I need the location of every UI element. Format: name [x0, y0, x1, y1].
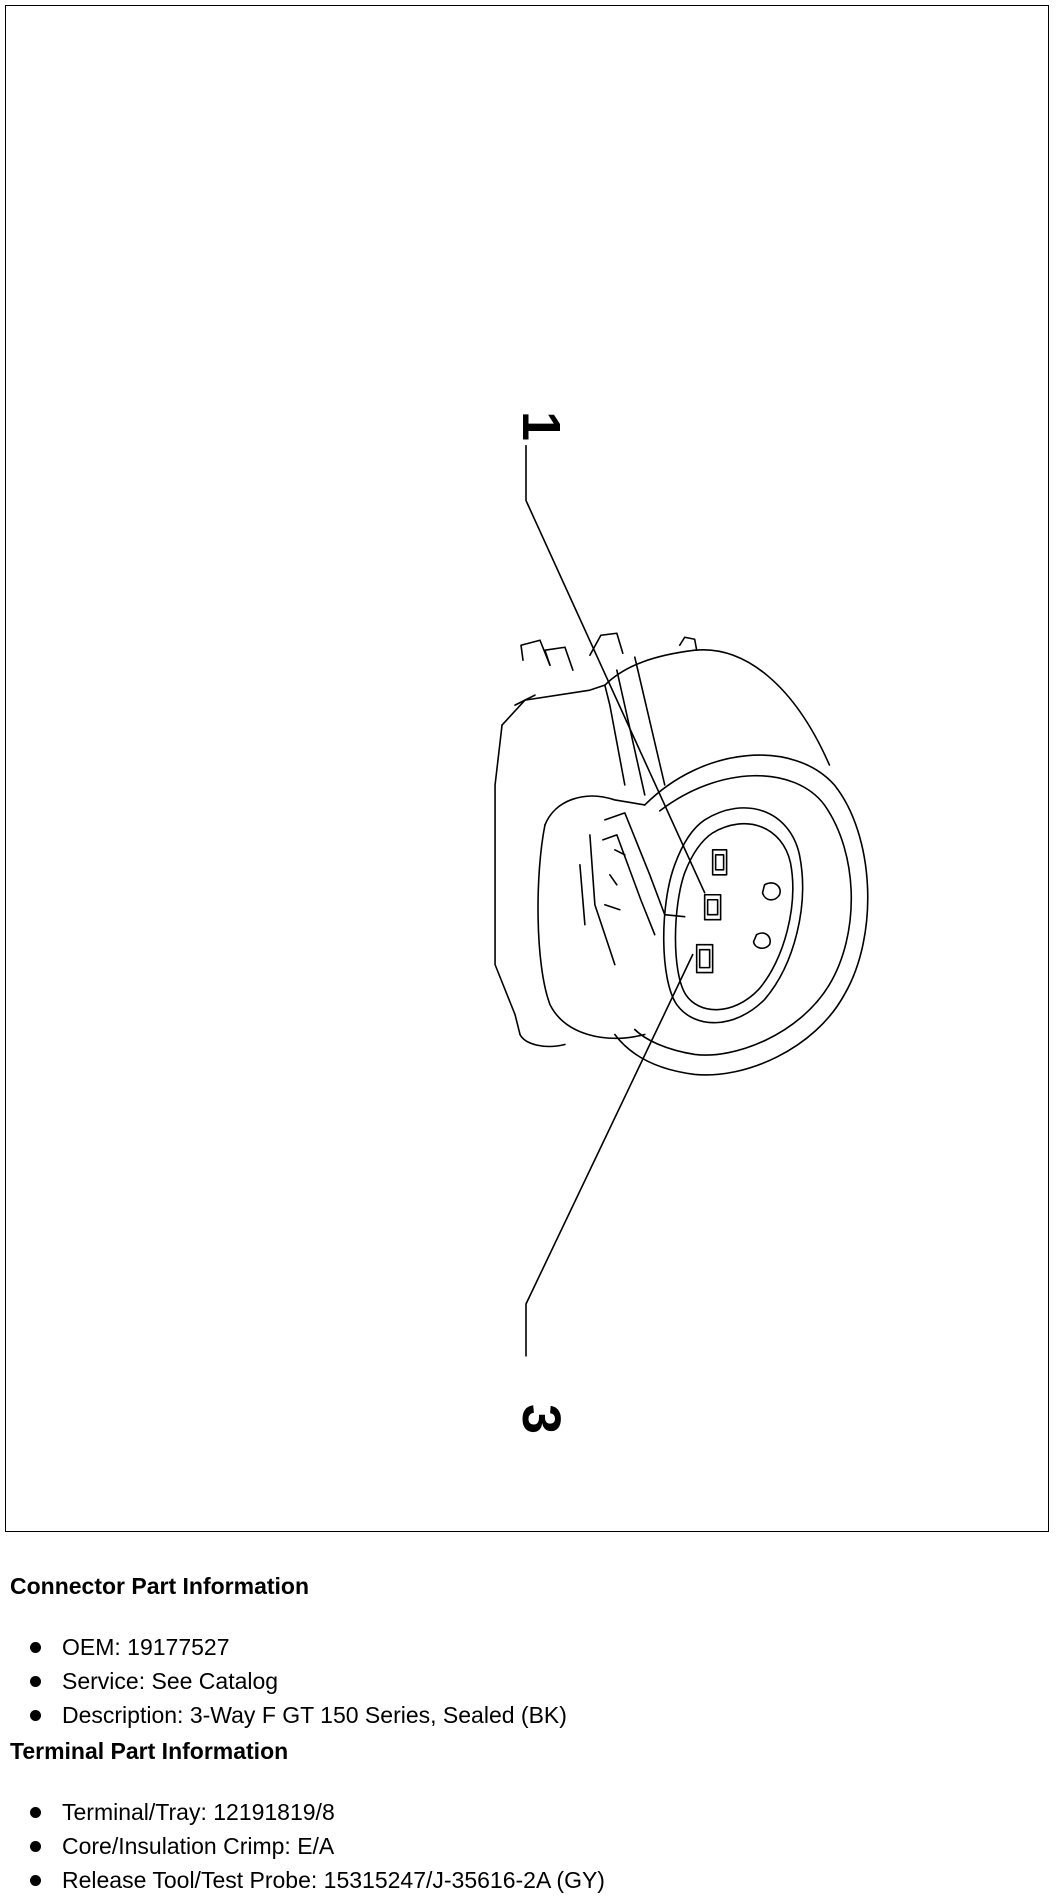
- list-item-text: Core/Insulation Crimp: E/A: [62, 1833, 335, 1859]
- list-item-text: Terminal/Tray: 12191819/8: [62, 1799, 335, 1825]
- list-item: OEM: 19177527: [30, 1630, 567, 1664]
- connector-drawing: [494, 444, 869, 1357]
- callout-label-1: 1: [511, 410, 571, 442]
- list-item: Service: See Catalog: [30, 1664, 567, 1698]
- list-item: Description: 3-Way F GT 150 Series, Seal…: [30, 1698, 567, 1732]
- bullet-icon: [30, 1676, 41, 1687]
- leader-line-3: [525, 953, 694, 1357]
- bullet-icon: [30, 1642, 41, 1653]
- connector-illustration-frame: 1 3: [5, 5, 1049, 1532]
- terminal-part-info-list: Terminal/Tray: 12191819/8 Core/Insulatio…: [30, 1795, 605, 1897]
- list-item-text: Release Tool/Test Probe: 15315247/J-3561…: [62, 1867, 605, 1893]
- bullet-icon: [30, 1841, 41, 1852]
- list-item-text: Description: 3-Way F GT 150 Series, Seal…: [62, 1702, 567, 1728]
- list-item: Core/Insulation Crimp: E/A: [30, 1829, 605, 1863]
- leader-line-1: [525, 444, 706, 894]
- list-item: Release Tool/Test Probe: 15315247/J-3561…: [30, 1863, 605, 1897]
- list-item-text: Service: See Catalog: [62, 1668, 279, 1694]
- bullet-icon: [30, 1710, 41, 1721]
- bullet-icon: [30, 1875, 41, 1886]
- callout-label-3: 3: [511, 1403, 571, 1435]
- list-item-text: OEM: 19177527: [62, 1634, 230, 1660]
- terminal-part-info-heading: Terminal Part Information: [10, 1738, 289, 1764]
- bullet-icon: [30, 1807, 41, 1818]
- connector-part-info-heading: Connector Part Information: [10, 1573, 310, 1599]
- list-item: Terminal/Tray: 12191819/8: [30, 1795, 605, 1829]
- connector-part-info-list: OEM: 19177527 Service: See Catalog Descr…: [30, 1630, 567, 1732]
